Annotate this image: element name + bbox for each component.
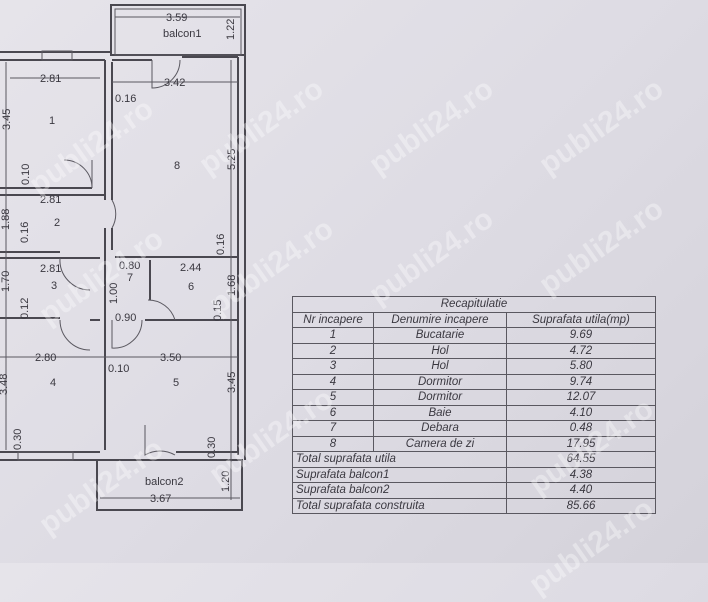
total-label: Total suprafata utila [292,451,507,468]
header-area: Suprafata utila(mp) [506,311,656,328]
table-title: Recapitulatie [292,296,656,313]
dim-balcon2-width: 3.67 [150,493,171,505]
cell-area: 0.48 [506,420,656,437]
dim-r6-height: 1.68 [226,275,238,296]
floor-plan: 3.59 balcon1 1.22 2.81 3.42 0.16 3.45 1 … [0,4,246,511]
dim-wall: 0.12 [19,298,31,319]
dim-r3-height: 1.70 [0,271,12,292]
cell-nr: 7 [292,420,374,437]
total-value: 85.66 [506,497,656,514]
total-label: Total suprafata construita [292,497,507,514]
room-3: 3 [51,280,57,292]
dim-hall: 0.90 [115,312,136,324]
dim-r8-width: 3.42 [164,77,185,89]
cell-name: Hol [373,358,507,375]
cell-nr: 8 [292,435,374,452]
room-5: 5 [173,377,179,389]
room-1: 1 [49,115,55,127]
cell-nr: 3 [292,358,374,375]
cell-nr: 4 [292,373,374,390]
dim-r7-height: 1.00 [108,283,120,304]
cell-name: Dormitor [373,373,507,390]
total-value: 4.40 [506,482,656,499]
label-balcon1: balcon1 [163,28,202,40]
header-nr: Nr incapere [292,311,374,328]
dim-balcon1-width: 3.59 [166,12,187,24]
total-value: 4.38 [506,466,656,483]
cell-area: 17.95 [506,435,656,452]
dim-wall: 0.16 [115,93,136,105]
walls [0,4,246,511]
cell-area: 9.74 [506,373,656,390]
dim-wall: 0.16 [19,222,31,243]
dim-r5-height: 3.45 [226,372,238,393]
cell-area: 5.80 [506,358,656,375]
dim-r6-width: 2.44 [180,262,201,274]
dim-wall: 0.10 [108,363,129,375]
dim-wall: 0.10 [20,164,32,185]
cell-area: 4.10 [506,404,656,421]
cell-name: Dormitor [373,389,507,406]
label-balcon2: balcon2 [145,476,184,488]
total-label: Suprafata balcon2 [292,482,507,499]
dim-wall: 0.15 [212,300,224,321]
dim-r3-width: 2.81 [40,263,61,275]
dim-r1-height: 3.45 [1,109,13,130]
total-label: Suprafata balcon1 [292,466,507,483]
header-name: Denumire incapere [373,311,507,328]
dim-r8-height: 5.25 [226,149,238,170]
dim-wall: 0.30 [12,429,24,450]
dim-wall: 0.30 [206,437,218,458]
cell-name: Baie [373,404,507,421]
dim-r2-height: 1.88 [0,209,12,230]
cell-area: 4.72 [506,342,656,359]
plan-labels: 3.59 balcon1 1.22 2.81 3.42 0.16 3.45 1 … [0,12,238,505]
cell-nr: 2 [292,342,374,359]
dim-r7-width: 0.80 [119,260,140,272]
dim-r4-width: 2.80 [35,352,56,364]
dim-r5-width: 3.50 [160,352,181,364]
dim-balcon1-depth: 1.22 [225,19,237,40]
total-value: 64.55 [506,451,656,468]
dim-balcon2-depth: 1.20 [220,471,232,492]
cell-name: Hol [373,342,507,359]
dim-r4-height: 3.48 [0,374,10,395]
cell-name: Camera de zi [373,435,507,452]
room-8: 8 [174,160,180,172]
dim-r2-width: 2.81 [40,194,61,206]
room-2: 2 [54,217,60,229]
room-4: 4 [50,377,56,389]
cell-name: Bucatarie [373,327,507,344]
cell-area: 9.69 [506,327,656,344]
room-7: 7 [127,272,133,284]
cell-nr: 1 [292,327,374,344]
recap-table: Recapitulatie Nr incapere Denumire incap… [292,296,656,514]
cell-nr: 6 [292,404,374,421]
dim-wall: 0.16 [215,234,227,255]
cell-area: 12.07 [506,389,656,406]
room-6: 6 [188,281,194,293]
cell-name: Debara [373,420,507,437]
cell-nr: 5 [292,389,374,406]
dim-r1-width: 2.81 [40,73,61,85]
